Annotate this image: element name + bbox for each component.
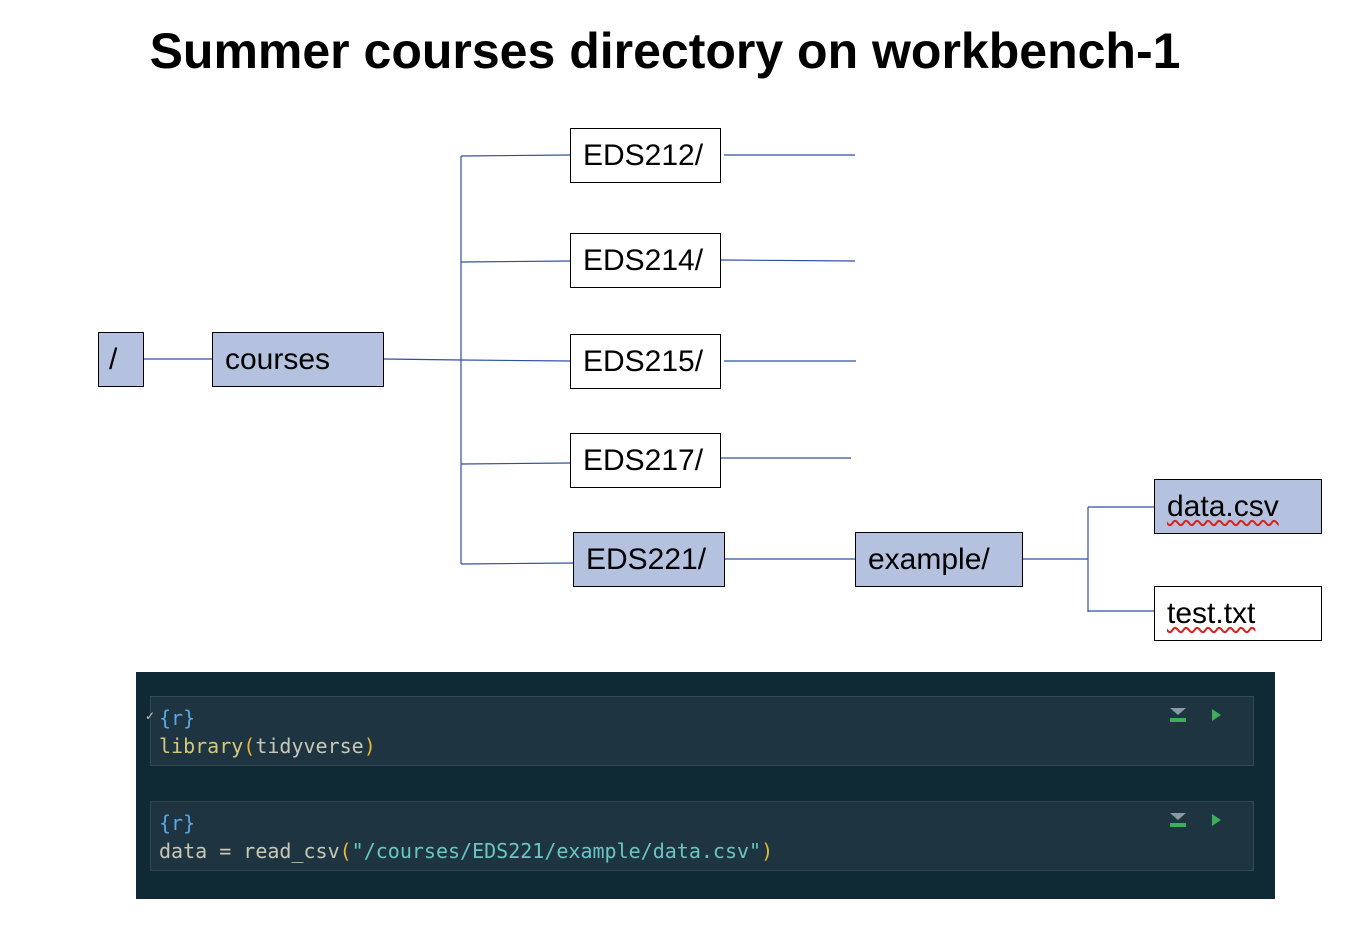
- test-txt-file-label: test.txt: [1167, 596, 1256, 630]
- chunk-header: {r}: [159, 706, 196, 730]
- eds214-directory-label: EDS214/: [583, 243, 704, 277]
- example-directory-node: example/: [855, 532, 1023, 587]
- string-literal: "/courses/EDS221/example/data.csv": [351, 839, 762, 863]
- code-chunk-read-csv[interactable]: {r} data = read_csv("/courses/EDS221/exa…: [150, 801, 1254, 871]
- eds215-directory-label: EDS215/: [583, 344, 704, 378]
- eds217-directory-node: EDS217/: [570, 433, 721, 488]
- open-paren: (: [243, 734, 256, 758]
- run-chunk-icon[interactable]: [1209, 812, 1223, 828]
- run-chunk-icon[interactable]: [1209, 707, 1223, 723]
- close-paren: ): [761, 839, 774, 863]
- courses-directory-node: courses: [212, 332, 384, 387]
- eds215-directory-node: EDS215/: [570, 334, 721, 389]
- code-chunk-library[interactable]: ✓ {r} library(tidyverse): [145, 696, 1254, 766]
- fold-chunk-icon[interactable]: [1169, 707, 1187, 723]
- eds221-directory-node: EDS221/: [573, 532, 725, 587]
- page-title: Summer courses directory on workbench-1: [149, 23, 1181, 79]
- fold-chunk-icon[interactable]: [1169, 812, 1187, 828]
- data-csv-file-label: data.csv: [1167, 489, 1279, 523]
- root-directory-label: /: [109, 342, 118, 376]
- open-paren: (: [339, 839, 352, 863]
- close-paren: ): [363, 734, 376, 758]
- eds221-directory-label: EDS221/: [586, 542, 707, 576]
- chunk-marker-icon: ✓: [145, 709, 156, 723]
- courses-directory-label: courses: [225, 342, 331, 376]
- variable-name: data: [159, 839, 208, 863]
- code-line[interactable]: library(tidyverse): [159, 734, 376, 758]
- data-csv-file-node: data.csv: [1154, 479, 1322, 534]
- code-editor-panel: ✓ {r} library(tidyverse) {r} data = read…: [136, 672, 1275, 899]
- chunk-header: {r}: [159, 811, 196, 835]
- test-txt-file-node: test.txt: [1154, 586, 1322, 641]
- function-name: read_csv: [243, 839, 340, 863]
- function-argument: tidyverse: [255, 734, 364, 758]
- assignment-operator: =: [207, 839, 244, 863]
- eds212-directory-label: EDS212/: [583, 138, 704, 172]
- example-directory-label: example/: [868, 542, 990, 576]
- function-name: library: [159, 734, 244, 758]
- code-line[interactable]: data = read_csv("/courses/EDS221/example…: [159, 839, 773, 863]
- eds212-directory-node: EDS212/: [570, 128, 721, 183]
- eds214-directory-node: EDS214/: [570, 233, 721, 288]
- root-directory-node: /: [98, 332, 144, 387]
- eds217-directory-label: EDS217/: [583, 443, 704, 477]
